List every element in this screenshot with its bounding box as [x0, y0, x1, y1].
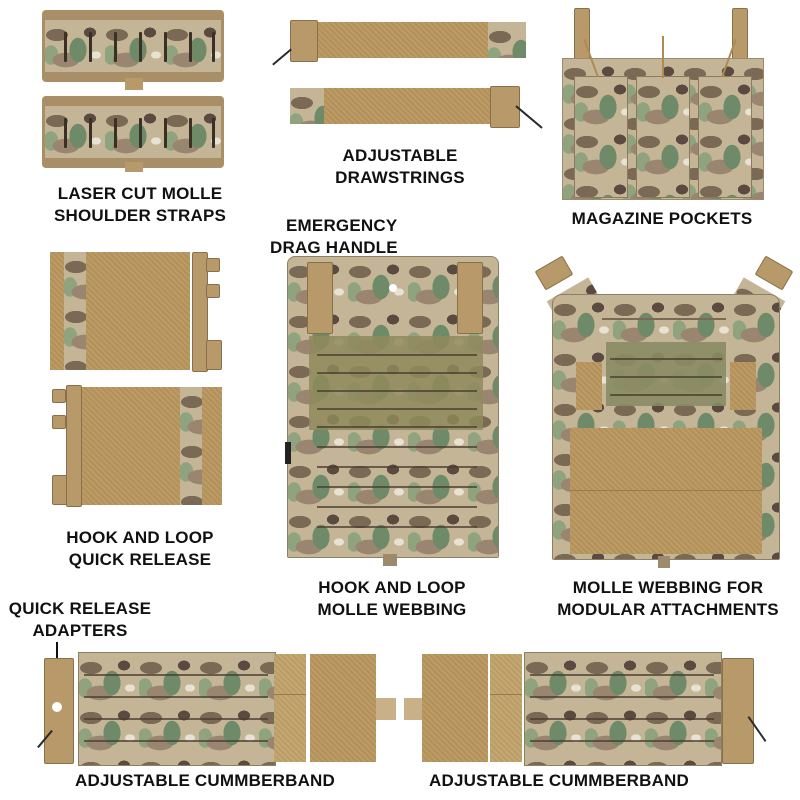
drawstring-strap-top: [272, 20, 531, 66]
drawstring-strap-bottom: [290, 86, 543, 129]
shoulder-buckle-left: [307, 262, 333, 334]
label-cummerband-right: ADJUSTABLE CUMMBERBAND: [428, 771, 690, 790]
back-plate-panel: [532, 250, 798, 570]
magazine-pocket-panel: [562, 8, 764, 200]
shoulder-strap-top: [42, 10, 224, 90]
label-front-panel: HOOK AND LOOP MOLLE WEBBING: [317, 578, 467, 619]
label-cummerband-left: ADJUSTABLE CUMMBERBAND: [74, 771, 336, 790]
label-hook-loop-quick-release: HOOK AND LOOP QUICK RELEASE: [66, 528, 214, 569]
shoulder-buckle-right: [457, 262, 483, 334]
magazine-pouch-2: [636, 76, 690, 198]
cummerband-left: [37, 648, 400, 766]
zipper: [602, 318, 726, 320]
label-qr-adapters: QUICK RELEASE ADAPTERS: [8, 599, 152, 640]
label-drag-handle: EMERGENCY DRAG HANDLE: [270, 216, 398, 257]
shoulder-strap-bottom: [42, 96, 224, 172]
magazine-pouch-3: [698, 76, 752, 198]
front-plate-panel: [285, 256, 499, 566]
cummerband-right: [402, 648, 800, 766]
molle-loop-field: [606, 342, 726, 406]
magazine-pouch-1: [574, 76, 628, 198]
drag-handle: [389, 284, 397, 292]
quick-release-panel-bottom: [52, 385, 222, 507]
qr-adapter-right: [722, 658, 754, 764]
loop-field: [309, 336, 483, 430]
label-back-panel: MOLLE WEBBING FOR MODULAR ATTACHMENTS: [557, 578, 779, 619]
label-magazine-pockets: MAGAZINE POCKETS: [571, 209, 753, 228]
label-drawstrings: ADJUSTABLE DRAWSTRINGS: [335, 146, 465, 187]
loop-panel: [570, 428, 762, 554]
quick-release-panel-top: [50, 252, 222, 372]
label-shoulder-straps: LASER CUT MOLLE SHOULDER STRAPS: [53, 184, 227, 225]
